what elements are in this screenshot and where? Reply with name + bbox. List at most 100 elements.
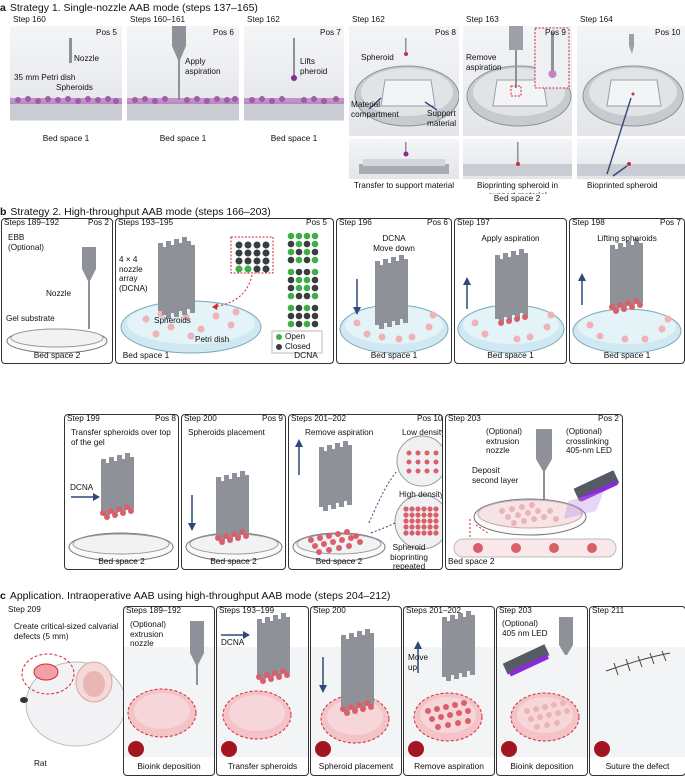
step-label: Steps 189–192 [4,218,60,227]
bed-space-label: Bed space 2 [98,556,145,566]
b1-illustration [6,247,108,354]
caption: Transfer spheroids [227,761,298,771]
caption: Remove aspiration [414,761,484,771]
nozzle-array-label: 4 × 4 nozzle array (DCNA) [119,255,148,293]
apply-aspiration-label: Apply aspiration [481,234,540,243]
b-panel-step200: Step 200 Pos 9 Spheroids placement Bed s… [181,414,286,570]
move-down-label: Move down [373,244,415,253]
step-label: Step 164 [580,15,613,24]
step-label: Step 211 [592,606,625,615]
extrusion-nozzle-label: (Optional) extrusion nozzle [130,620,166,649]
a6-illustration [577,34,685,177]
pos-label: Pos 8 [435,28,456,37]
pos-label: Pos 9 [262,414,283,423]
petri-dish-label: 35 mm Petri dish [14,73,76,82]
led-label: (Optional) 405 nm LED [502,619,548,638]
pos-label: Pos 2 [88,218,109,227]
b-panel-step196: Step 196 Pos 6 DCNA Move down Bed space … [336,218,452,364]
a1-illustration [10,38,122,120]
apply-aspiration-label: Apply aspiration [185,57,221,76]
pos-label: Pos 5 [96,28,117,37]
step-label: Steps 189–192 [126,606,182,615]
a-panel-steps160-161: Steps 160–161 Pos 6 Apply aspiration Bed… [127,14,239,150]
a5-illustration [463,26,572,176]
pos-label: Pos 5 [306,218,327,227]
pos-label: Pos 8 [155,414,176,423]
step-label: Step 203 [448,414,481,423]
b6-illustration [68,453,174,562]
step-label: Step 198 [572,218,605,227]
c7-illustration [590,647,685,757]
bed-space-label: Bed space 2 [315,556,363,566]
step-label: Steps 193–199 [219,606,275,615]
a-panel-step162-transfer: Step 162 Pos 8 Spheroid Material compart… [349,14,459,204]
step-label: Step 163 [466,15,499,24]
a-panel-step163: Step 163 Pos 9 Remove aspiration Bioprin… [463,14,572,194]
bioprinting-caption: Bioprinting spheroid in support material [476,181,558,194]
pos-label: Pos 6 [213,28,234,37]
bed-space-label: Bed space 2 [33,350,81,360]
a2-illustration [127,26,239,120]
pos-label: Pos 7 [660,218,681,227]
c5-illustration [404,611,494,757]
step-label: Step 199 [67,414,100,423]
dcna-label: DCNA [70,483,94,492]
material-compartment-label: Material compartment [351,100,399,119]
step-label: Step 196 [339,218,372,227]
spheroids-label: Spheroids [56,83,93,92]
support-material-label: Support material [427,109,457,128]
dcna-label: DCNA [221,638,245,647]
step-label: Steps 201–202 [406,606,462,615]
b4-illustration [457,249,565,354]
extrusion-nozzle-label: (Optional) extrusion nozzle [486,427,522,456]
pos-label: Pos 10 [655,28,681,37]
b8-illustration [292,435,442,562]
dcna-patterns [271,232,323,354]
b3-illustration [339,255,449,354]
pos-label: Pos 10 [417,414,443,423]
crosslinking-led-label: (Optional) crosslinking 405-nm LED [566,427,612,456]
b2-illustration [120,236,274,354]
b-panel-steps201-202: Steps 201–202 Pos 10 Remove aspiration L… [288,414,443,570]
nozzle-label: Nozzle [74,54,100,63]
transfer-spheroids-label: Transfer spheroids over top of the gel [71,428,171,447]
caption: Spheroid placement [318,761,394,771]
a-panel-step162: Step 162 Pos 7 Lifts pheroid Bed space 1 [244,14,344,150]
pos-label: Pos 7 [320,28,341,37]
a-panel-step164: Step 164 Pos 10 Bioprinted spheroid [577,14,685,204]
b7-illustration [185,471,283,562]
c4-illustration [311,629,401,757]
step-label: Steps 201–202 [291,414,347,423]
step-label: Steps 160–161 [130,15,186,24]
pos-label: Pos 6 [427,218,448,227]
bioprinting-repeated-label: Spheroid bioprinting repeated [390,543,428,570]
c-panel-step211: Step 211 Suture the defect [589,606,685,776]
dcna-caption: DCNA [294,350,318,360]
a4-illustration [354,38,459,174]
step-label: Step 160 [13,15,46,24]
b5-illustration [572,239,682,354]
petri-dish-label: Petri dish [195,335,230,344]
caption: Bioink deposition [510,761,574,771]
c-panel-step209: Step 209 Create critical-sized calvarial… [6,604,124,776]
legend-open: Open [285,332,306,341]
c-panel-step203: Step 203 (Optional) 405 nm LED Bioink de… [496,606,588,776]
c-panel-steps201-202: Steps 201–202 Move up Remove aspiration [403,606,495,776]
c2-illustration [124,621,214,757]
c-panel-steps189-192: Steps 189–192 (Optional) extrusion nozzl… [123,606,215,776]
gel-substrate-label: Gel substrate [6,314,55,323]
bed-space-label: Bed space 2 [210,556,257,566]
spheroid-label: Spheroid [361,53,394,62]
move-up-label: Move up [408,653,429,672]
pos-label: Pos 2 [598,414,619,423]
lifting-spheroids-label: Lifting spheroids [597,234,657,243]
b-panel-steps193-195: Steps 193–195 Pos 5 4 × 4 nozzle array (… [115,218,334,364]
calvarial-defects-label: Create critical-sized calvarial defects … [14,622,119,641]
b-panel-steps189-192: Steps 189–192 Pos 2 EBB (Optional) Nozzl… [1,218,113,364]
bed-space-label: Bed space 1 [159,133,207,143]
b-panel-step199: Step 199 Pos 8 Transfer spheroids over t… [64,414,179,570]
lifts-spheroid-label: Lifts pheroid [300,57,328,76]
